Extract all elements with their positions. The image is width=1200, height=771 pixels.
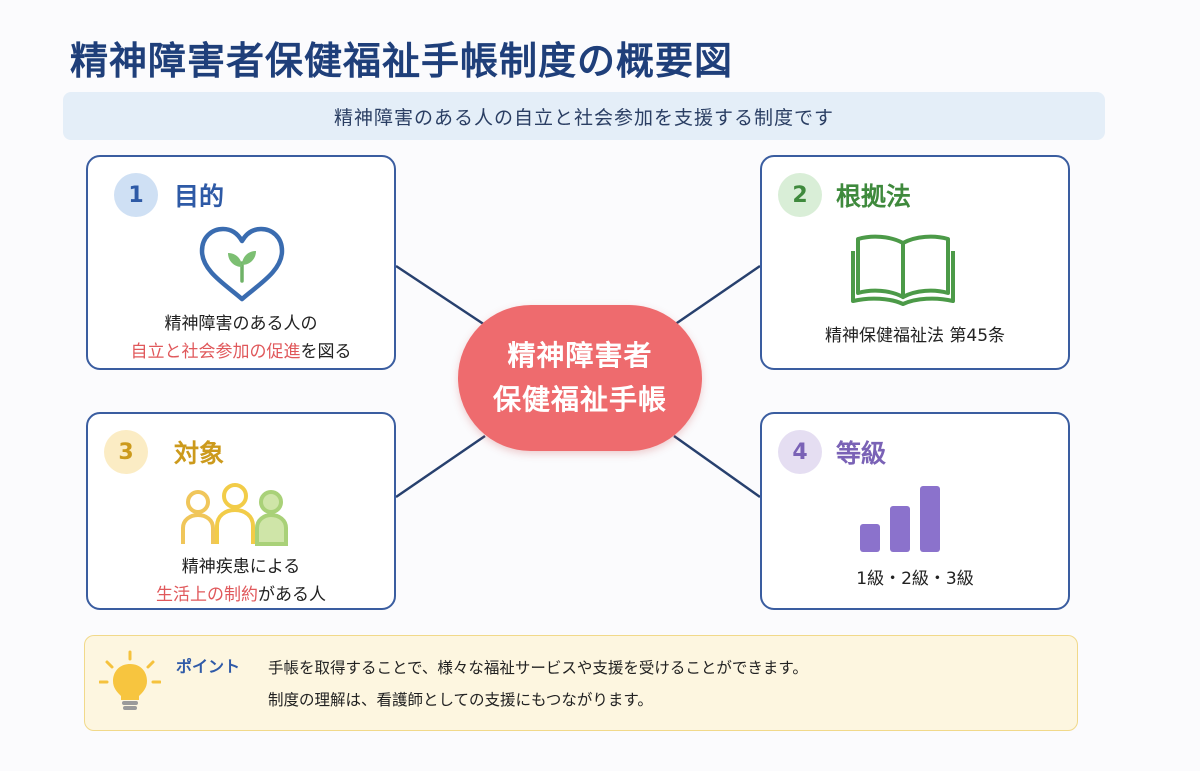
purpose-line-1: 精神障害のある人の (164, 314, 318, 334)
purpose-line-2: 自立と社会参加の促進を図る (88, 337, 394, 362)
card-heading-purpose: 目的 (174, 182, 225, 211)
point-label: ポイント (176, 657, 241, 676)
point-line-1: 手帳を取得することで、様々な福祉サービスや支援を受けることができます。 (268, 659, 808, 677)
connector-to-law (673, 264, 761, 327)
grade-bar-3 (920, 486, 940, 552)
badge-number-2: 2 (778, 173, 822, 217)
lightbulb-icon (99, 650, 161, 710)
center-line-1: 精神障害者 (507, 339, 653, 372)
card-grade: 4 等級 1級・2級・3級 (760, 412, 1070, 610)
badge-number-3: 3 (104, 430, 148, 474)
bar-chart-icon (860, 486, 940, 552)
connector-to-grade (673, 434, 761, 499)
legal-basis-text: 精神保健福祉法 第45条 (824, 326, 1006, 346)
card-heading-target: 対象 (174, 439, 225, 468)
badge-number-4: 4 (778, 430, 822, 474)
connector-to-target (395, 434, 486, 499)
card-heading-legal-basis: 根拠法 (836, 182, 912, 211)
card-heading-grade: 等級 (836, 439, 887, 468)
grade-text: 1級・2級・3級 (856, 569, 974, 589)
people-icon (181, 483, 288, 546)
target-highlight: 生活上の制約 (156, 585, 258, 605)
open-book-icon (851, 234, 955, 306)
connector-to-purpose (395, 264, 486, 327)
purpose-line-2-rest: を図る (300, 342, 352, 362)
subtitle-banner: 精神障害のある人の自立と社会参加を支援する制度です (63, 92, 1105, 140)
badge-number-1: 1 (114, 173, 158, 217)
card-target: 3 対象 精神疾患による 生活上の制約がある人 (86, 412, 396, 610)
purpose-highlight: 自立と社会参加の促進 (130, 342, 301, 362)
card-legal-basis: 2 根拠法 精神保健福祉法 第45条 (760, 155, 1070, 370)
point-box: ポイント 手帳を取得することで、様々な福祉サービスや支援を受けることができます。… (84, 635, 1078, 731)
heart-sprout-icon (199, 226, 285, 302)
grade-bar-2 (890, 506, 910, 552)
target-line-2: 生活上の制約がある人 (88, 580, 394, 605)
target-line-1: 精神疾患による (181, 557, 301, 577)
point-line-2: 制度の理解は、看護師としての支援にもつながります。 (268, 691, 653, 709)
page-title: 精神障害者保健福祉手帳制度の概要図 (70, 39, 734, 83)
target-line-2-rest: がある人 (258, 585, 326, 605)
card-purpose: 1 目的 精神障害のある人の 自立と社会参加の促進を図る (86, 155, 396, 370)
center-line-2: 保健福祉手帳 (492, 383, 667, 416)
grade-bar-1 (860, 524, 880, 552)
subtitle-text: 精神障害のある人の自立と社会参加を支援する制度です (333, 106, 834, 129)
center-node: 精神障害者 保健福祉手帳 (458, 305, 702, 451)
